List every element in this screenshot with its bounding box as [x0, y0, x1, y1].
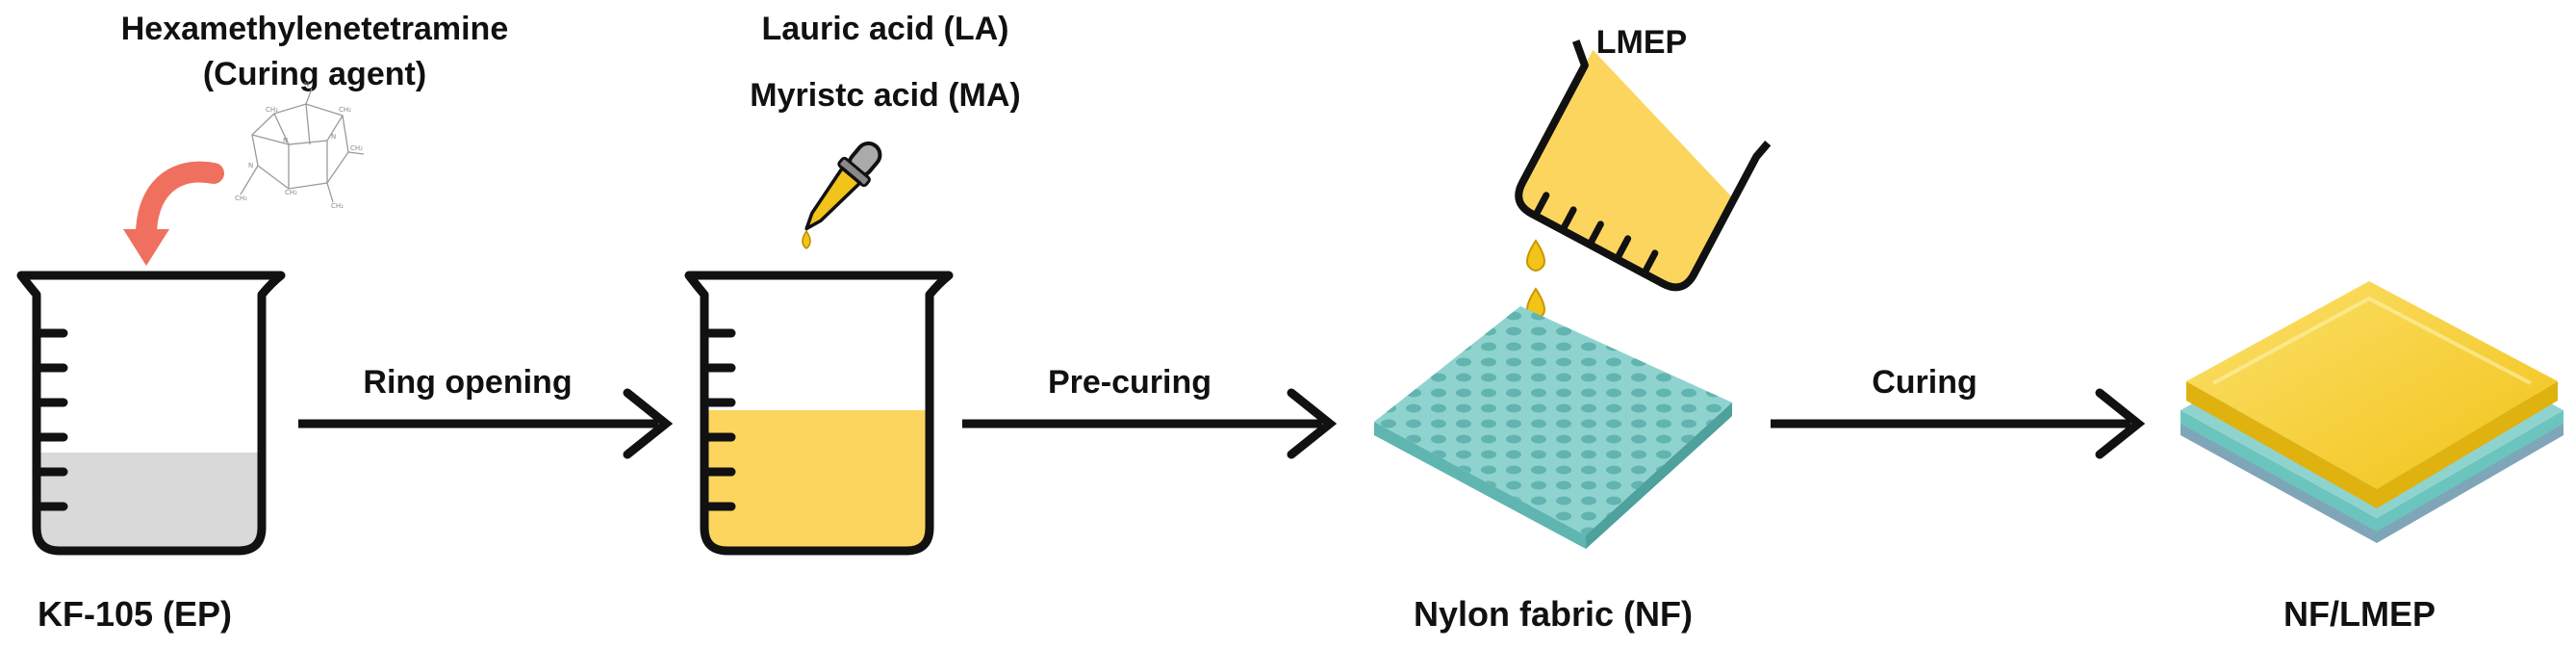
step-curing-label: Curing — [1872, 364, 1977, 401]
hexamine-molecule-icon — [240, 88, 365, 203]
nylon-fabric-label: Nylon fabric (NF) — [1414, 594, 1693, 634]
composite-icon — [2181, 281, 2563, 543]
curved-arrow-icon — [123, 161, 224, 266]
svg-text:CH₂: CH₂ — [339, 106, 351, 114]
arrow-curing — [1771, 388, 2146, 459]
step-pre-curing-label: Pre-curing — [1048, 364, 1211, 401]
arrow-pre-curing — [962, 388, 1338, 459]
arrow-ring-opening — [298, 388, 674, 459]
acid-label-la: Lauric acid (LA) — [762, 11, 1009, 47]
acid-label-ma: Myristc acid (MA) — [750, 77, 1021, 114]
curing-agent-name: Hexamethylenetetramine — [121, 11, 509, 47]
beaker-epoxy-icon — [16, 271, 286, 556]
svg-text:N: N — [331, 133, 336, 141]
curing-agent-role: (Curing agent) — [203, 56, 426, 92]
lmep-label: LMEP — [1596, 24, 1687, 61]
svg-text:N: N — [283, 137, 288, 144]
nylon-fabric-icon — [1374, 306, 1732, 549]
step-ring-opening-label: Ring opening — [363, 364, 572, 401]
pouring-beaker-icon — [1515, 39, 1772, 292]
svg-text:CH₂: CH₂ — [285, 189, 297, 196]
svg-text:CH₂: CH₂ — [350, 144, 363, 152]
composite-label: NF/LMEP — [2283, 594, 2436, 634]
svg-text:CH₂: CH₂ — [266, 106, 278, 114]
molecule-atom-labels: N N N N CH₂ CH₂ CH₂ CH₂ CH₂ CH₂ — [235, 81, 363, 210]
svg-text:N: N — [304, 81, 309, 89]
svg-text:CH₂: CH₂ — [235, 195, 247, 202]
epoxy-label: KF-105 (EP) — [38, 594, 232, 634]
beaker-mixture-icon — [684, 271, 954, 556]
drop-icon — [802, 229, 811, 249]
dropper-icon — [804, 141, 882, 231]
svg-text:N: N — [248, 162, 253, 169]
svg-text:CH₂: CH₂ — [331, 202, 344, 210]
